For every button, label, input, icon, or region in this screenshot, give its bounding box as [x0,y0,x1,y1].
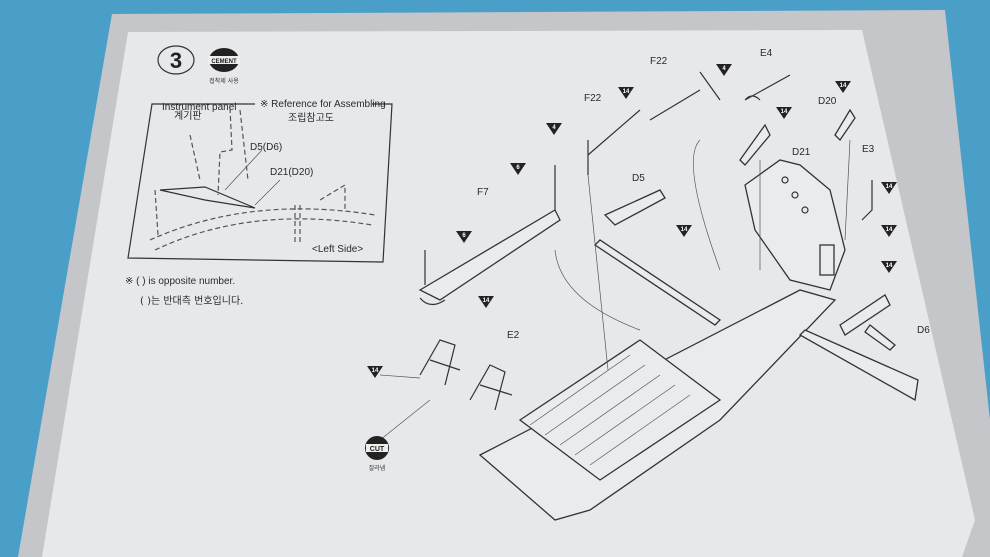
note-line-2: ( )는 반대측 번호입니다. [140,294,243,307]
svg-text:14: 14 [886,263,893,269]
marker-triangle: 14 [618,87,634,99]
part-label-d21: D21 [792,147,811,158]
reference-box: ※ Reference for Assembling 조립참고도 Instrum… [127,99,393,263]
svg-text:Instrument panel: Instrument panel [162,102,237,113]
svg-text:3: 3 [170,48,182,73]
part-label-f22: F22 [650,56,668,67]
step-number-badge: 3 [157,45,195,75]
marker-triangle: 14 [881,261,897,273]
svg-text:14: 14 [781,109,788,115]
note-line-1: ※ ( ) is opposite number. [125,276,235,287]
cut-icon: CUT 잘라냄 [365,436,389,472]
svg-text:14: 14 [886,184,893,190]
svg-text:14: 14 [483,298,490,304]
svg-text:14: 14 [681,227,688,233]
marker-triangle: 6 [510,163,526,175]
marker-triangle: 14 [478,296,494,308]
svg-text:14: 14 [886,227,893,233]
svg-text:※ Reference for Assembling: ※ Reference for Assembling [260,99,386,110]
marker-triangle: 14 [367,366,383,378]
marker-triangle: 14 [776,107,792,119]
part-label-e3: E3 [862,144,875,155]
svg-text:14: 14 [840,83,847,89]
svg-text:<Left Side>: <Left Side> [312,244,363,255]
svg-text:14: 14 [623,89,630,95]
assembly-diagram [379,71,919,521]
part-label-e2: E2 [507,330,520,341]
svg-text:조립참고도: 조립참고도 [288,111,334,124]
marker-triangle: 4 [716,64,732,76]
cement-icon: CEMENT 접착제 사용 [208,48,240,85]
part-label-d20: D20 [818,96,837,107]
svg-text:D5(D6): D5(D6) [250,142,282,153]
svg-text:14: 14 [372,368,379,374]
svg-text:4: 4 [722,66,726,72]
part-label-d5: D5 [632,173,645,184]
marker-triangle: 14 [835,81,851,93]
svg-text:접착제 사용: 접착제 사용 [209,77,239,85]
part-label-e4: E4 [760,48,773,59]
svg-text:CEMENT: CEMENT [211,59,237,65]
svg-text:계기판: 계기판 [174,110,202,122]
part-label-d6: D6 [917,325,930,336]
svg-text:잘라냄: 잘라냄 [369,464,386,472]
part-label-f22: F22 [584,93,602,104]
marker-triangle: 14 [676,225,692,237]
marker-triangle: 6 [456,231,472,243]
svg-text:CUT: CUT [370,446,385,453]
svg-text:6: 6 [462,233,466,239]
marker-triangle: 14 [881,225,897,237]
marker-triangle: 4 [546,123,562,135]
part-label-f7: F7 [477,187,489,198]
marker-triangle: 14 [881,182,897,194]
svg-text:6: 6 [516,165,520,171]
svg-text:4: 4 [552,125,556,131]
svg-text:D21(D20): D21(D20) [270,167,313,178]
